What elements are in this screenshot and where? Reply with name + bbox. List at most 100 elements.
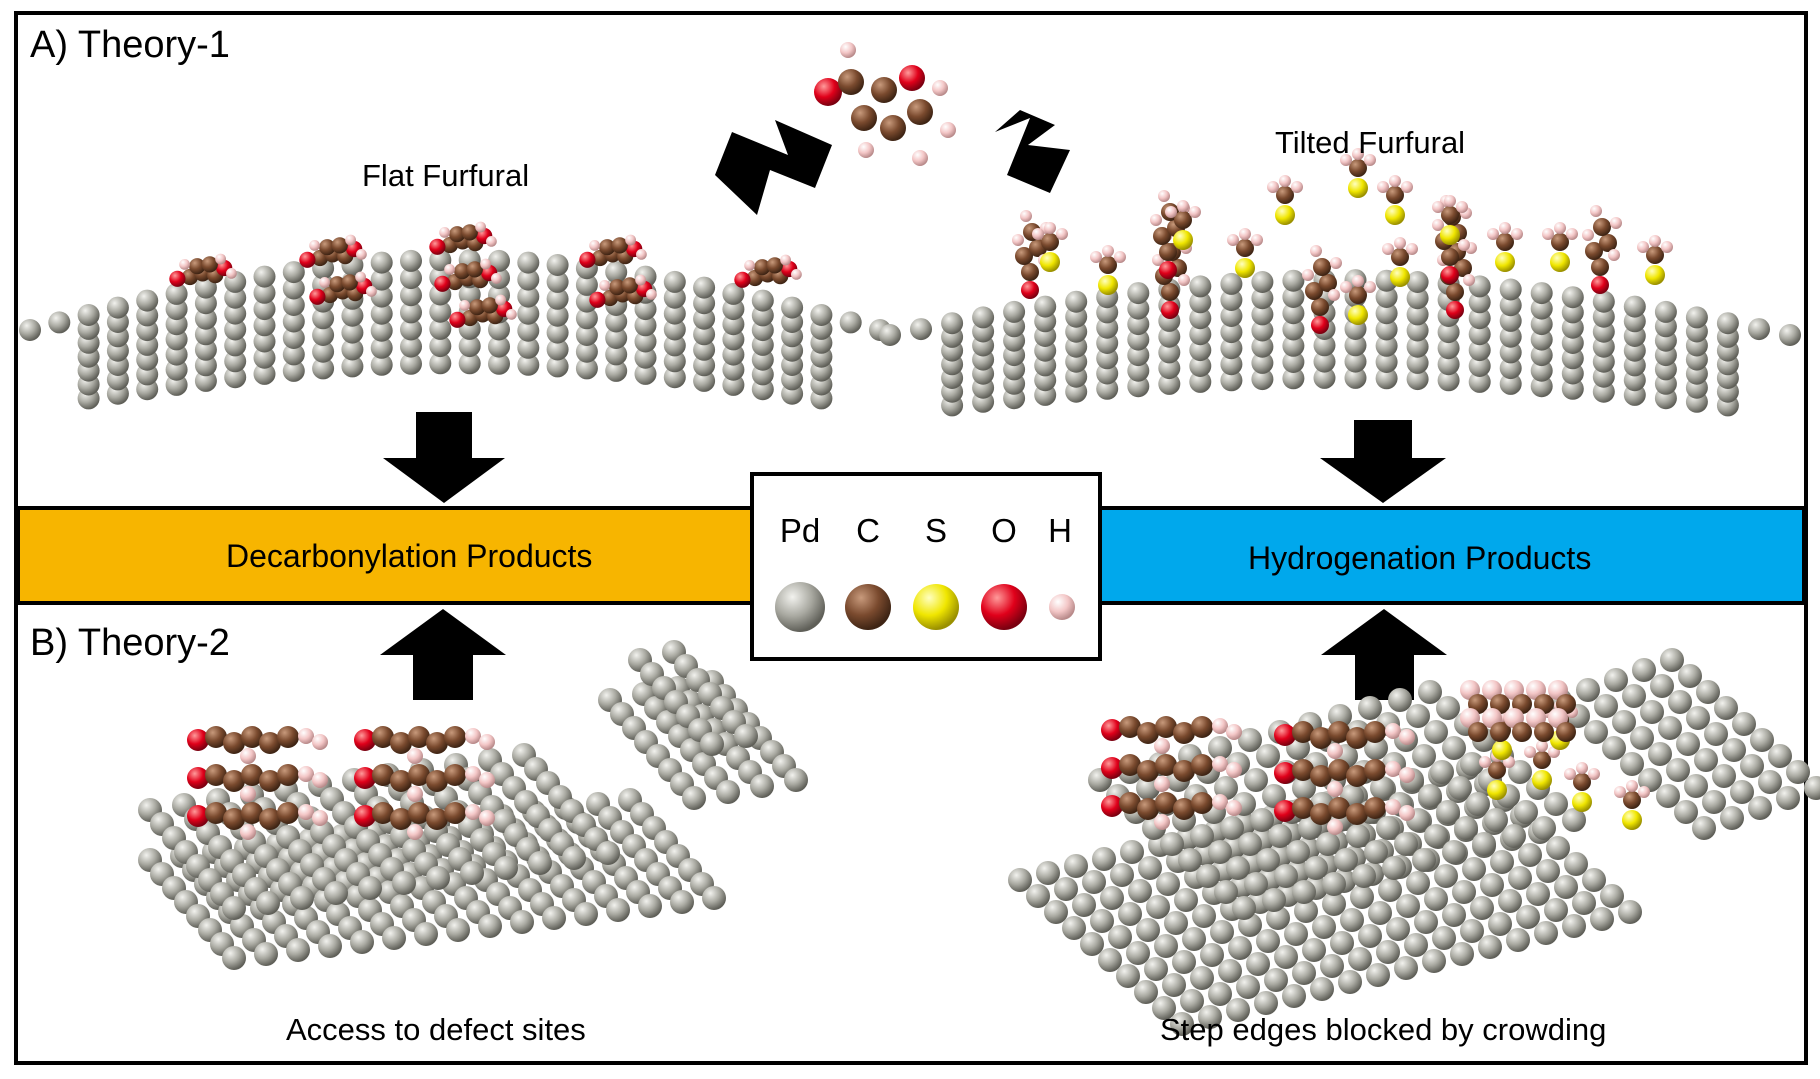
pd-surface-atom: [606, 898, 630, 922]
flat-furfural-atom: [609, 279, 626, 296]
flat-furfural-atom: [589, 240, 600, 251]
thiol-atom: [1524, 746, 1536, 758]
pd-surface-atom: [1172, 950, 1196, 974]
pd-surface-atom: [1430, 760, 1454, 784]
pd-surface-atom: [1264, 968, 1288, 992]
stacked-furfural-atom: [1292, 759, 1314, 781]
stacked-furfural-atom: [1119, 754, 1141, 776]
pd-surface-atom: [1096, 332, 1119, 354]
thiol-atom: [1041, 233, 1059, 251]
stacked-furfural-atom: [1173, 798, 1195, 820]
pd-surface-atom: [1437, 353, 1460, 376]
pd-surface-atom: [693, 307, 716, 330]
tilted-furfural-atom: [1441, 248, 1459, 266]
pd-surface-atom: [1160, 832, 1184, 856]
tilted-furfural-atom: [1582, 229, 1594, 241]
pd-surface-atom: [1406, 271, 1429, 293]
pd-surface-atom: [575, 324, 598, 346]
pd-surface-atom: [716, 780, 740, 804]
pd-surface-atom: [546, 321, 569, 344]
pd-surface-atom: [1530, 297, 1553, 320]
pd-surface-atom: [253, 265, 276, 288]
panel-a-title: A) Theory-1: [30, 24, 230, 66]
pd-surface-atom: [165, 282, 188, 305]
stacked-furfural-atom: [1310, 765, 1332, 787]
tilted-furfural-atom: [1608, 249, 1620, 261]
tilted-furfural-atom: [1311, 298, 1329, 316]
thiol-atom: [1441, 206, 1459, 224]
pd-surface-atom: [1388, 688, 1412, 712]
stacked-furfural-atom: [277, 726, 299, 748]
pd-surface-atom: [781, 296, 804, 319]
pd-surface-atom: [1676, 732, 1700, 756]
pd-surface-atom: [1648, 742, 1672, 766]
pd-surface-atom: [1120, 840, 1144, 864]
pd-surface-atom: [1424, 720, 1448, 744]
pd-surface-atom: [1189, 370, 1212, 393]
stacked-furfural-atom: [312, 772, 328, 788]
thiol-atom: [1487, 780, 1507, 800]
pd-surface-atom: [1480, 873, 1504, 897]
pd-surface-atom: [722, 313, 745, 336]
pd-surface-atom: [1218, 959, 1242, 983]
pd-surface-atom: [458, 352, 481, 375]
pd-surface-atom: [1660, 648, 1684, 672]
pd-surface-atom: [1530, 313, 1553, 336]
pd-surface-atom: [1406, 871, 1430, 895]
pd-surface-atom: [1313, 334, 1336, 357]
pd-surface-atom: [1096, 347, 1119, 370]
stacked-furfural-atom: [1154, 776, 1170, 792]
pd-surface-atom: [400, 352, 422, 375]
pd-surface-atom: [256, 891, 280, 915]
stacked-furfural-atom: [1191, 792, 1213, 814]
flat-furfural-atom: [734, 271, 751, 288]
stacked-furfural-atom: [1226, 724, 1242, 740]
pd-surface-atom: [1396, 894, 1420, 918]
pd-surface-atom: [1406, 319, 1429, 342]
legend-swatch-c: [845, 584, 891, 630]
flat-furfural-atom: [636, 249, 647, 260]
pd-surface-atom: [1376, 940, 1400, 964]
stacked-furfural-atom: [444, 726, 466, 748]
pd-surface-atom: [693, 369, 716, 392]
pd-surface-atom: [1590, 907, 1614, 931]
tilted-furfural-atom: [1590, 205, 1602, 217]
thiol-atom: [1279, 175, 1291, 187]
pd-surface-atom: [1370, 776, 1394, 800]
pd-surface-atom: [488, 352, 510, 375]
tilted-furfural-atom: [1153, 227, 1171, 245]
pd-surface-atom: [546, 287, 569, 310]
pd-surface-atom: [517, 353, 540, 376]
pd-surface-atom: [1334, 848, 1358, 872]
pd-surface-atom: [1530, 282, 1553, 305]
pd-surface-atom: [106, 296, 129, 319]
stacked-furfural-atom: [354, 767, 376, 789]
thiol-atom: [1550, 252, 1570, 272]
pd-surface-atom: [1394, 832, 1418, 856]
thiol-atom: [1444, 195, 1456, 207]
pd-surface-atom: [1320, 954, 1344, 978]
pd-surface-atom: [1282, 984, 1306, 1008]
pd-surface-atom: [494, 856, 518, 880]
stacked-furfural-atom: [1191, 716, 1213, 738]
pd-surface-atom: [282, 327, 305, 349]
pd-surface-atom: [1499, 357, 1522, 380]
stacked-furfural-atom: [298, 804, 314, 820]
pd-surface-atom: [341, 355, 364, 378]
pd-surface-atom: [1164, 911, 1188, 935]
flat-furfural-atom: [215, 253, 227, 265]
pd-surface-atom: [194, 292, 217, 315]
pd-surface-atom: [253, 362, 276, 385]
thiol-atom: [1102, 245, 1114, 257]
stacked-furfural-atom: [1137, 798, 1159, 820]
flat-furfural-atom: [201, 256, 218, 273]
pd-surface-atom: [1654, 300, 1677, 323]
stacked-furfural-atom: [1310, 803, 1332, 825]
flat-furfural-atom: [780, 254, 791, 266]
pd-surface-atom: [1722, 738, 1746, 762]
tilted-furfural-atom: [1591, 276, 1609, 294]
flat-furfural-atom: [491, 273, 502, 284]
pd-surface-atom: [400, 318, 422, 341]
arrow-step-up: [1321, 609, 1447, 700]
flat-furfural-atom: [169, 270, 186, 287]
